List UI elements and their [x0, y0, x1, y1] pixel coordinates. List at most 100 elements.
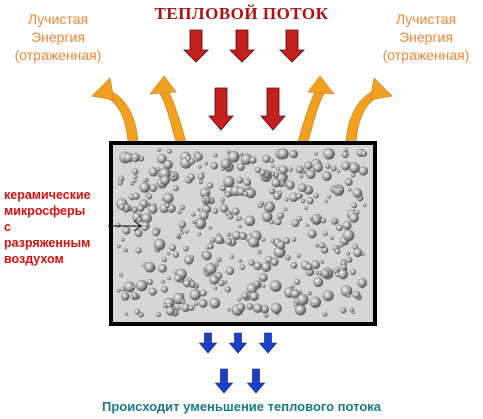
- microsphere: [172, 185, 179, 192]
- microsphere: [171, 173, 176, 178]
- microsphere: [274, 218, 282, 226]
- microsphere: [132, 192, 140, 200]
- microsphere: [225, 238, 233, 245]
- microsphere: [161, 279, 166, 284]
- microsphere: [307, 291, 312, 296]
- microsphere: [306, 197, 314, 205]
- microsphere: [227, 150, 240, 163]
- microsphere: [162, 303, 168, 309]
- microsphere: [139, 181, 151, 193]
- microsphere: [319, 242, 326, 249]
- microsphere: [332, 220, 337, 225]
- microsphere: [178, 220, 187, 229]
- microsphere: [239, 152, 244, 157]
- microsphere: [160, 175, 170, 186]
- reflected-energy-arrows: [91, 75, 393, 143]
- microsphere: [248, 259, 255, 266]
- microsphere: [261, 237, 266, 242]
- microsphere: [248, 236, 260, 248]
- microsphere: [183, 279, 192, 288]
- arrow-down-icon: [228, 332, 248, 354]
- microsphere: [249, 291, 259, 301]
- microsphere: [134, 229, 143, 238]
- microsphere: [231, 207, 240, 216]
- microsphere: [352, 188, 363, 198]
- microsphere: [307, 229, 317, 239]
- microsphere: [213, 286, 218, 290]
- microsphere: [313, 193, 319, 199]
- microsphere: [137, 204, 145, 212]
- microsphere: [189, 289, 201, 301]
- microsphere: [341, 264, 348, 270]
- arrow-down-icon: [198, 332, 218, 354]
- microsphere: [257, 202, 263, 209]
- microsphere: [209, 274, 220, 285]
- microsphere: [336, 224, 343, 232]
- microsphere: [322, 171, 332, 182]
- microsphere: [290, 261, 298, 269]
- microsphere: [136, 279, 148, 292]
- microsphere: [283, 207, 288, 212]
- microsphere: [199, 289, 207, 297]
- microsphere: [344, 178, 353, 186]
- microsphere: [253, 303, 263, 314]
- microsphere: [135, 247, 142, 254]
- microsphere: [320, 217, 327, 224]
- microsphere: [322, 290, 334, 302]
- microsphere: [241, 291, 249, 300]
- microsphere: [300, 198, 306, 204]
- microsphere: [313, 216, 321, 224]
- microsphere: [209, 297, 221, 309]
- microsphere: [270, 257, 279, 267]
- radiant-left-line-2: Энергия: [31, 29, 85, 45]
- microsphere: [263, 202, 268, 207]
- microsphere: [220, 200, 225, 204]
- microsphere: [337, 269, 349, 280]
- microsphere: [269, 219, 275, 225]
- microsphere: [121, 237, 125, 242]
- microsphere: [342, 229, 355, 242]
- microsphere: [296, 216, 303, 222]
- microsphere: [346, 294, 351, 298]
- annotation-line-5: воздухом: [4, 252, 64, 266]
- microsphere: [199, 210, 209, 221]
- microsphere: [115, 222, 121, 228]
- microsphere: [357, 278, 368, 288]
- reduced-heat-arrows: [198, 332, 278, 394]
- microsphere: [239, 264, 246, 270]
- microsphere: [238, 258, 243, 263]
- curved-arrow-up-icon: [345, 77, 393, 143]
- microsphere: [183, 245, 189, 252]
- microsphere: [347, 187, 352, 192]
- microsphere: [131, 206, 138, 213]
- annotation-line-2: микросферы: [4, 204, 86, 218]
- microsphere: [294, 278, 301, 285]
- microsphere: [206, 189, 210, 194]
- microsphere: [191, 212, 196, 217]
- microsphere: [218, 280, 225, 287]
- microsphere: [304, 206, 309, 211]
- microsphere: [179, 204, 186, 211]
- microsphere: [141, 225, 148, 232]
- microsphere: [305, 223, 310, 228]
- microsphere: [320, 259, 325, 264]
- microsphere: [346, 251, 351, 256]
- microsphere: [146, 278, 153, 286]
- microsphere: [132, 157, 138, 163]
- microsphere: [311, 302, 315, 307]
- microsphere: [263, 313, 269, 318]
- microsphere: [204, 262, 217, 275]
- microsphere: [116, 288, 121, 293]
- microsphere: [207, 243, 214, 250]
- microsphere: [309, 216, 314, 221]
- microsphere: [174, 274, 182, 282]
- microsphere: [198, 179, 204, 185]
- microsphere: [324, 199, 328, 204]
- microsphere: [130, 295, 135, 299]
- microsphere: [325, 163, 331, 169]
- microsphere: [339, 187, 344, 192]
- microsphere: [313, 277, 324, 288]
- microsphere: [201, 172, 205, 176]
- microsphere: [285, 180, 295, 190]
- microsphere: [270, 238, 276, 244]
